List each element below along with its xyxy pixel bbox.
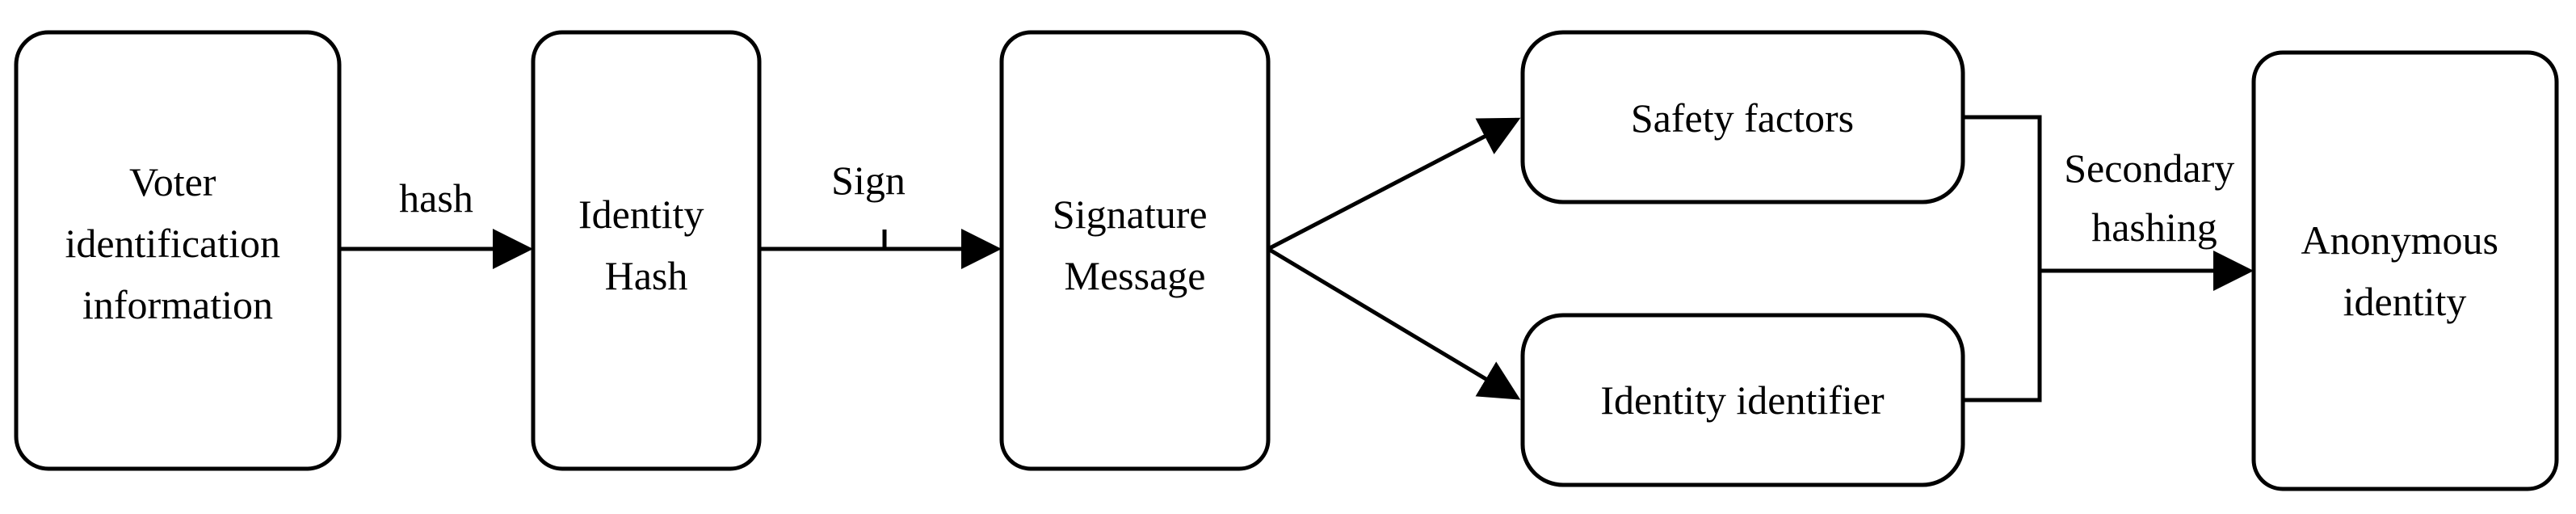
voter-box-line-1: Voter (129, 159, 216, 204)
voter-identification-box: Voter identification information (14, 30, 342, 471)
svg-text:Voter identification: Voter identification information (65, 159, 290, 327)
anonymous-identity-line-1: Anonymous (2301, 217, 2498, 263)
hash-edge-label: hash (399, 175, 473, 221)
signature-message-line-1: Signature (1053, 192, 1208, 237)
signature-message-line-2: Message (1065, 253, 1206, 298)
svg-text:Signature Message: Signature Message (1053, 192, 1217, 298)
arrow-signature-to-identifier (1267, 246, 1521, 400)
sign-edge-label: Sign (831, 158, 906, 203)
identity-hash-box: Identity Hash (531, 30, 762, 471)
svg-text:Anonymous identity: Anonymous identity (2301, 217, 2509, 324)
safety-factors-label: Safety factors (1631, 95, 1854, 141)
identity-identifier-label: Identity identifier (1600, 377, 1885, 423)
voter-box-line-3: information (82, 282, 273, 327)
identity-identifier-box: Identity identifier (1520, 313, 1965, 487)
secondary-hashing-label: Secondary hashing (2064, 145, 2245, 250)
secondary-hashing-line-2: hashing (2091, 204, 2217, 250)
arrow-signature-to-safety (1267, 117, 1521, 251)
voter-box-line-2: identification (65, 221, 280, 266)
anonymous-identity-box: Anonymous identity (2251, 50, 2559, 491)
safety-connector (1963, 115, 2042, 271)
svg-text:Safety factors: Safety factors (1631, 95, 1854, 141)
signature-message-box: Signature Message (999, 30, 1271, 471)
secondary-hashing-line-1: Secondary (2064, 145, 2234, 191)
identity-hash-line-1: Identity (578, 192, 704, 237)
identifier-connector (1963, 271, 2042, 402)
svg-text:Identity identifier: Identity identifier (1600, 377, 1885, 423)
safety-factors-box: Safety factors (1520, 30, 1965, 204)
svg-text:Identity Hash: Identity Hash (578, 192, 714, 298)
anonymous-identity-line-2: identity (2343, 279, 2467, 324)
identity-hash-line-2: Hash (605, 253, 688, 298)
